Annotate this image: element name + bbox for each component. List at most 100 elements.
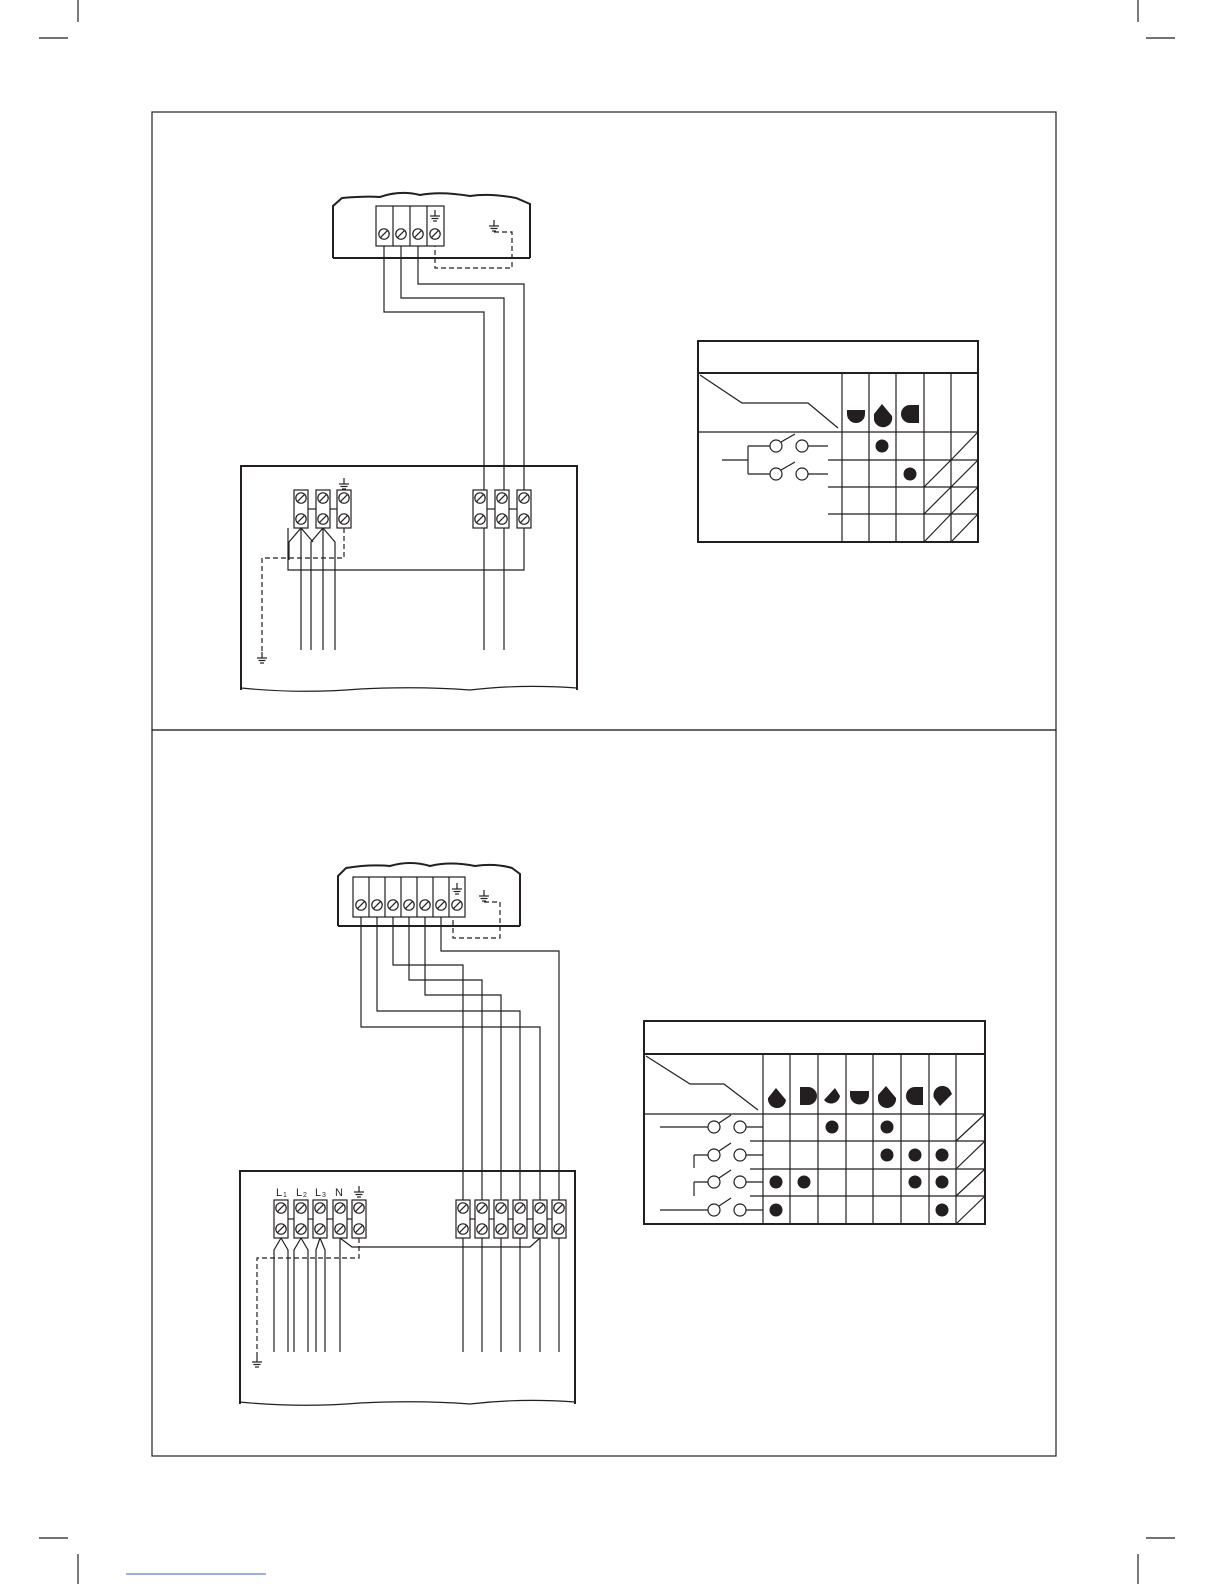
- screw-terminal-icon: [519, 493, 529, 503]
- dot-marker-icon: [881, 1121, 894, 1134]
- dot-marker-icon: [904, 468, 917, 481]
- cam-position-icon: [933, 1086, 952, 1106]
- switch-contact-icon: [734, 1204, 746, 1216]
- dot-marker-icon: [881, 1149, 894, 1162]
- dot-marker-icon: [936, 1176, 949, 1189]
- screw-terminal-icon: [420, 900, 430, 910]
- screw-terminal-icon: [276, 1224, 286, 1234]
- screw-terminal-icon: [554, 1203, 564, 1213]
- screw-terminal-icon: [315, 1203, 325, 1213]
- terminal-label-n: N: [335, 1187, 343, 1199]
- ground-icon: [257, 652, 267, 663]
- screw-terminal-icon: [496, 1224, 506, 1234]
- screw-terminal-icon: [296, 514, 306, 524]
- diagram-bottom: L 1 L 2 L 3 N: [240, 863, 575, 1405]
- switch-contact-icon: [770, 440, 782, 452]
- screw-terminal-icon: [354, 1203, 364, 1213]
- screw-terminal-icon: [396, 229, 406, 239]
- screw-terminal-icon: [496, 1203, 506, 1213]
- dot-marker-icon: [909, 1149, 922, 1162]
- switch-contact-icon: [734, 1176, 746, 1188]
- dot-marker-icon: [909, 1176, 922, 1189]
- cam-position-icon: [901, 405, 919, 423]
- screw-terminal-icon: [515, 1224, 525, 1234]
- screw-terminal-icon: [452, 900, 462, 910]
- screw-terminal-icon: [436, 900, 446, 910]
- switch-contact-icon: [796, 440, 808, 452]
- screw-terminal-icon: [477, 1224, 487, 1234]
- switch-contact-icon: [734, 1121, 746, 1133]
- terminal-label-l1-sub: 1: [283, 1192, 287, 1199]
- switch-table-1: [698, 341, 978, 542]
- terminal-label-l3: L: [315, 1187, 321, 1199]
- screw-terminal-icon: [497, 514, 507, 524]
- cam-position-icon: [906, 1087, 923, 1105]
- screw-terminal-icon: [372, 900, 382, 910]
- screw-terminal-icon: [497, 493, 507, 503]
- switch-contact-icon: [734, 1149, 746, 1161]
- switch-contact-icon: [708, 1176, 720, 1188]
- terminal-label-l2-sub: 2: [303, 1192, 307, 1199]
- screw-terminal-icon: [458, 1203, 468, 1213]
- screw-terminal-icon: [296, 1224, 306, 1234]
- screw-terminal-icon: [296, 493, 306, 503]
- terminal-label-l2: L: [296, 1187, 302, 1199]
- crop-marks: [39, 0, 1175, 1584]
- screw-terminal-icon: [475, 493, 485, 503]
- switch-contact-icon: [796, 468, 808, 480]
- ground-icon: [489, 220, 499, 231]
- dot-marker-icon: [936, 1149, 949, 1162]
- screw-terminal-icon: [404, 900, 414, 910]
- cam-position-icon: [824, 1088, 840, 1104]
- switch-table-2: [644, 1021, 985, 1224]
- ground-icon: [339, 478, 349, 489]
- screw-terminal-icon: [535, 1203, 545, 1213]
- screw-terminal-icon: [430, 229, 440, 239]
- cam-position-icon: [850, 1091, 869, 1105]
- screw-terminal-icon: [335, 1203, 345, 1213]
- screw-terminal-icon: [339, 493, 349, 503]
- dot-marker-icon: [798, 1176, 811, 1189]
- screw-terminal-icon: [519, 514, 529, 524]
- terminal-label-l1: L: [276, 1187, 282, 1199]
- terminal-label-l3-sub: 3: [322, 1192, 326, 1199]
- screw-terminal-icon: [335, 1224, 345, 1234]
- cam-position-icon: [800, 1087, 817, 1105]
- screw-terminal-icon: [535, 1224, 545, 1234]
- dot-marker-icon: [876, 440, 889, 453]
- screw-terminal-icon: [515, 1203, 525, 1213]
- screw-terminal-icon: [413, 229, 423, 239]
- screw-terminal-icon: [388, 900, 398, 910]
- switch-contact-icon: [708, 1204, 720, 1216]
- ground-icon: [354, 1186, 364, 1197]
- cam-position-icon: [878, 1086, 896, 1108]
- screw-terminal-icon: [339, 514, 349, 524]
- cam-position-icon: [874, 404, 892, 427]
- screw-terminal-icon: [356, 900, 366, 910]
- screw-terminal-icon: [318, 514, 328, 524]
- switch-contact-icon: [708, 1121, 720, 1133]
- screw-terminal-icon: [315, 1224, 325, 1234]
- frame-top: [152, 112, 1056, 730]
- screw-terminal-icon: [296, 1203, 306, 1213]
- screw-terminal-icon: [458, 1224, 468, 1234]
- ground-icon: [479, 890, 489, 901]
- dot-marker-icon: [936, 1204, 949, 1217]
- screw-terminal-icon: [276, 1203, 286, 1213]
- screw-terminal-icon: [475, 514, 485, 524]
- screw-terminal-icon: [354, 1224, 364, 1234]
- switch-contact-icon: [708, 1149, 720, 1161]
- dot-marker-icon: [770, 1176, 783, 1189]
- ground-icon: [252, 1356, 262, 1367]
- dot-marker-icon: [826, 1121, 839, 1134]
- cam-position-icon: [768, 1088, 786, 1108]
- screw-terminal-icon: [477, 1203, 487, 1213]
- dot-marker-icon: [770, 1204, 783, 1217]
- switch-contact-icon: [770, 468, 782, 480]
- screw-terminal-icon: [554, 1224, 564, 1234]
- diagram-top: [241, 193, 577, 691]
- cam-position-icon: [847, 410, 865, 423]
- screw-terminal-icon: [318, 493, 328, 503]
- screw-terminal-icon: [379, 229, 389, 239]
